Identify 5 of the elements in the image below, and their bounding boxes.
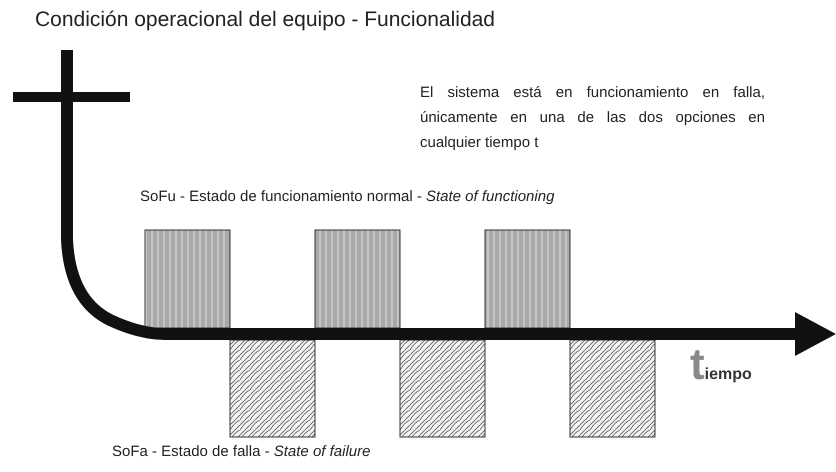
- state-label: SoFa - Estado de falla - State of failure: [112, 443, 370, 460]
- axis-label: tiempo: [690, 342, 752, 391]
- title: Condición operacional del equipo - Funcionalidad: [35, 8, 495, 32]
- note: El sistema está en funcionamiento en falla, únicamente en una de las dos opciones en cualquier tiempo t: [420, 83, 765, 153]
- state-label: SoFu - Estado de funcionamiento normal - State of functioning: [140, 188, 554, 205]
